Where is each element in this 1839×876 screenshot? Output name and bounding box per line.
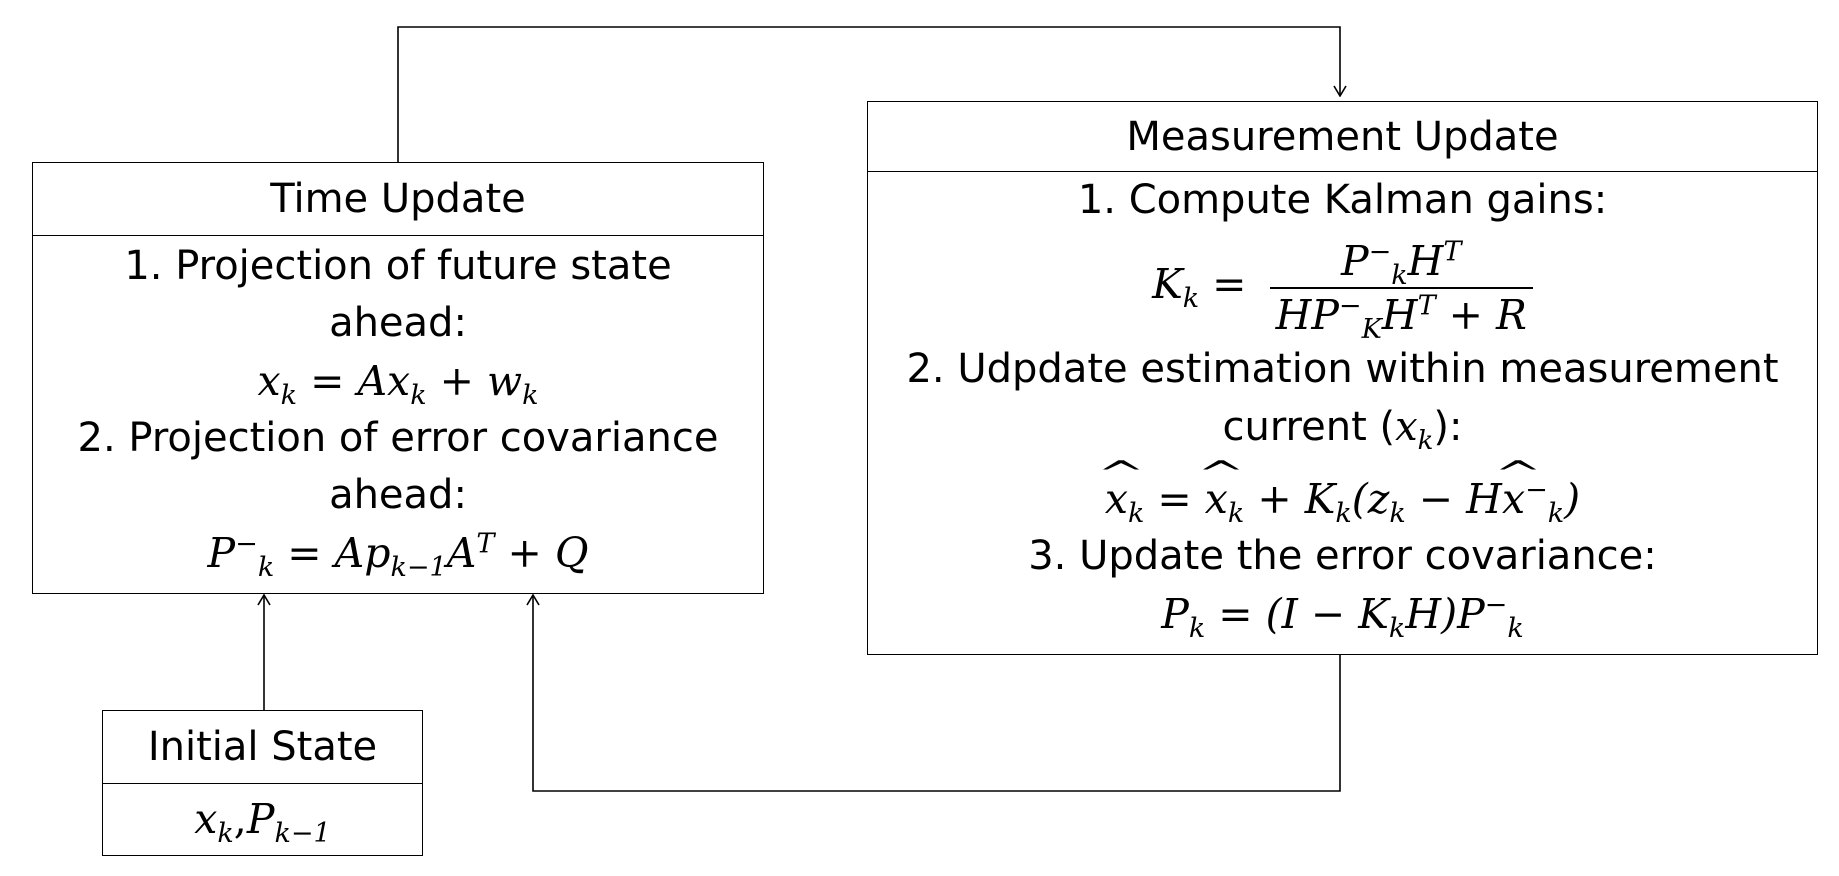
state-projection-equation: xk = Axk + wk — [257, 357, 539, 412]
kalman-gain-numerator: P−kHT — [1341, 235, 1462, 291]
time-update-box: Time Update 1. Projection of future stat… — [32, 162, 764, 594]
kalman-gain-fraction: P−kHT HP−KHT + R — [1269, 235, 1533, 343]
measurement-step-2-continued: current (xk): — [1222, 403, 1463, 456]
initial-state-title: Initial State — [103, 711, 422, 784]
initial-state-body: xk,Pk−1 — [103, 784, 422, 854]
time-step-2: 2. Projection of error covariance — [77, 415, 719, 461]
time-update-body: 1. Projection of future state ahead: xk … — [33, 236, 763, 582]
kalman-gain-equation: Kk = P−kHT HP−KHT + R — [868, 229, 1817, 343]
arrow-measurement-to-time — [533, 595, 1341, 792]
initial-state-box: Initial State xk,Pk−1 — [102, 710, 423, 856]
initial-state-values: xk,Pk−1 — [194, 795, 331, 850]
measurement-update-title: Measurement Update — [868, 102, 1817, 172]
covariance-projection-equation: P−k = Apk−1AT + Q — [207, 528, 589, 584]
arrow-time-to-measurement — [397, 26, 1340, 162]
kalman-gain-denominator: HP−KHT + R — [1269, 286, 1533, 343]
time-step-1-continued: ahead: — [329, 300, 467, 346]
time-step-2-continued: ahead: — [329, 472, 467, 518]
time-step-1: 1. Projection of future state — [124, 243, 672, 289]
measurement-step-1: 1. Compute Kalman gains: — [1077, 177, 1608, 223]
state-estimate-update-equation: xk = xk + Kk(zk − Hx−k) — [868, 470, 1817, 528]
time-update-title: Time Update — [33, 163, 763, 236]
measurement-step-3: 3. Update the error covariance: — [1028, 532, 1657, 579]
measurement-step-2: 2. Udpdate estimation within measurement — [906, 345, 1779, 392]
measurement-update-box: Measurement Update 1. Compute Kalman gai… — [867, 101, 1818, 655]
covariance-update-equation: Pk = (I − KkH)P−k — [1161, 588, 1524, 644]
measurement-update-body: 1. Compute Kalman gains: Kk = P−kHT HP−K… — [868, 172, 1817, 643]
